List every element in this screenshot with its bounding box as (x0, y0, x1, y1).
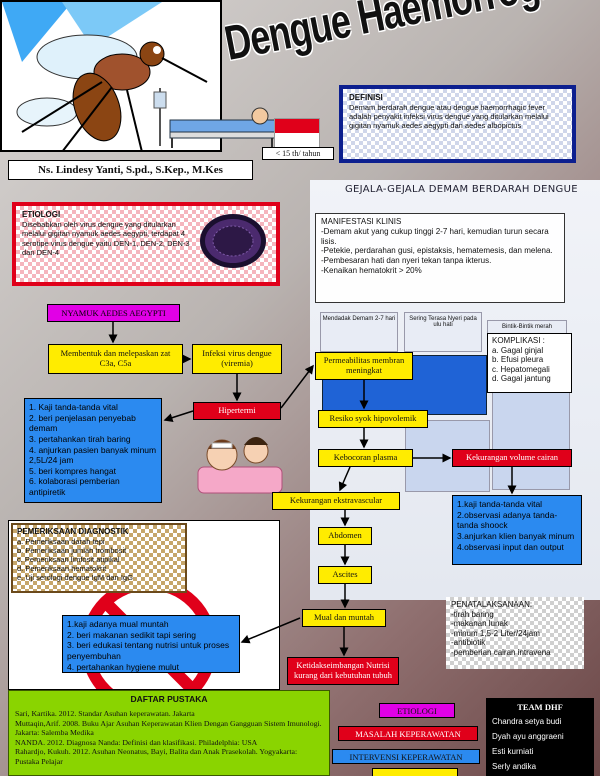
komplikasi-title: KOMPLIKASI : (492, 336, 545, 345)
legend-intervensi: INTERVENSI KEPERAWATAN (332, 749, 480, 764)
nyamuk-node: NYAMUK AEDES AEGYPTI (47, 304, 180, 322)
hipertermi-intervention: 1. Kaji tanda-tanda vital 2. beri penjel… (24, 398, 162, 503)
definisi-title: DEFINISI (349, 93, 383, 102)
list-item: Muttaqin,Arif. 2008. Buku Ajar Asuhan Ke… (15, 718, 322, 738)
page-title: Dengue Haemorrogic Fever (225, 0, 600, 71)
legend-proses-swatch (372, 768, 458, 776)
definisi-text: Demam berdarah dengue atau dengue haemor… (349, 102, 549, 130)
penatalaksanaan-box: PENATALAKSANAAN: -tirah baring -makanan … (446, 597, 584, 669)
list-item: -tirah baring (451, 609, 494, 619)
etiologi-text: Disebabkan oleh virus dengue yang ditula… (22, 220, 190, 258)
list-item: Dyah ayu anggraeni (492, 732, 564, 742)
gejala-title: GEJALA-GEJALA DEMAM BERDARAH DENGUE (345, 184, 578, 195)
daftar-pustaka-title: DAFTAR PUSTAKA (130, 694, 208, 704)
list-item: 3. pertahankan tirah baring (29, 433, 131, 444)
list-item: -Kenaikan hematokrit > 20% (321, 265, 422, 275)
list-item: Esti kurniati (492, 747, 534, 757)
list-item: e. Uji serologi dengue IgM dan IgG (17, 572, 133, 582)
manifestasi-title: MANIFESTASI KLINIS (321, 217, 402, 226)
author-name: Ns. Lindesy Yanti, S.pd., S.Kep., M.Kes (8, 160, 253, 180)
list-item: d. Gagal jantung (492, 374, 551, 384)
kekurangan-volume-node: Kekurangan volume cairan (452, 449, 572, 467)
legend-masalah: MASALAH KEPERAWATAN (338, 726, 478, 741)
etiologi-box: ETIOLOGI Disebabkan oleh virus dengue ya… (12, 202, 280, 286)
list-item: 1. Kaji tanda-tanda vital (29, 402, 118, 412)
pemeriksaan-box: PEMERIKSAAN DIAGNOSTIK a. Pemeriksaan da… (11, 523, 187, 593)
patient-bed-icon (153, 88, 276, 148)
komplikasi-list: a. Gagal ginjal b. Efusi pleura c. Hepat… (492, 346, 567, 384)
mosquito-icon (2, 2, 208, 150)
list-item: c. Hepatomegali (492, 364, 550, 374)
kekurangan-ekstra-node: Kekurangan ekstravascular (272, 492, 400, 510)
list-item: a. Pemeriksaan darah tepi (17, 536, 105, 546)
team-title: TEAM DHF (517, 702, 563, 712)
penatalaksanaan-title: PENATALAKSANAAN: (451, 600, 533, 609)
list-item: 3.anjurkan klien banyak minum (457, 530, 575, 541)
list-item: 4. anjurkan pasien banyak minum 2,5L/24 … (29, 444, 157, 466)
list-item: 6. kolaborasi pemberian antipiretik (29, 476, 120, 497)
membentuk-node: Membentuk dan melepaskan zat C3a, C5a (48, 344, 183, 374)
indonesia-flag-icon (274, 118, 320, 148)
list-item: 1.kaji adanya mual muntah (67, 619, 169, 629)
sick-child-illustration (196, 425, 284, 495)
ascites-node: Ascites (318, 566, 372, 584)
list-item: 3. beri edukasi tentang nutrisi untuk pr… (67, 640, 230, 661)
list-item: 2. beri penjelasan penyebab demam (29, 412, 136, 434)
list-item: Serly andika (492, 762, 537, 772)
hipertermi-node: Hipertermi (193, 402, 281, 420)
team-box: TEAM DHF Chandra setya budi Dyah ayu ang… (486, 698, 594, 776)
daftar-pustaka-box: DAFTAR PUSTAKA Sari, Kartika. 2012. Stan… (8, 690, 330, 776)
permeabilitas-node: Permeabilitas membran meningkat (315, 352, 413, 380)
virus-icon (200, 214, 266, 268)
list-item: b. Pemeriksaan jumlah trombosit (17, 545, 127, 555)
list-item: -makanan lunak (451, 619, 508, 629)
list-item: 4. pertahankan hygiene mulut (67, 661, 179, 672)
list-item: -minum 1,5-2 Liter/24jam (451, 628, 540, 638)
kebocoran-node: Kebocoran plasma (318, 449, 413, 467)
list-item: 5. beri kompres hangat (29, 465, 116, 476)
list-item: -antibiotik (451, 638, 486, 648)
list-item: 1.kaji tanda-tanda vital (457, 499, 543, 509)
nutrisi-node: Ketidakseimbangan Nutrisi kurang dari ke… (287, 657, 399, 685)
patient-illustration (150, 88, 280, 148)
manifestasi-box: MANIFESTASI KLINIS -Demam akut yang cuku… (315, 213, 565, 303)
resiko-syok-node: Resiko syok hipovolemik (318, 410, 428, 428)
pemeriksaan-title: PEMERIKSAAN DIAGNOSTIK (17, 527, 129, 536)
virus-image (198, 212, 268, 270)
list-item: -pemberian cairan intravena (451, 647, 551, 657)
infeksi-node: Infeksi virus dengue (viremia) (192, 344, 282, 374)
list-item: -Demam akut yang cukup tinggi 2-7 hari, … (321, 226, 549, 246)
mual-node: Mual dan muntah (302, 609, 386, 627)
list-item: 2. beri makanan sedikit tapi sering (67, 629, 196, 640)
list-item: -Pembesaran hati dan nyeri tekan tanpa i… (321, 256, 492, 265)
list-item: c. Pemeriksaan limfosit atipikal (17, 554, 120, 564)
symptom-panel: Mendadak Demam 2-7 hari (320, 312, 398, 352)
list-item: Sari, Kartika. 2012. Standar Asuhan kepe… (15, 709, 195, 719)
symptom-image-block (492, 390, 570, 490)
age-tag: < 15 th/ tahun (262, 147, 334, 160)
syok-intervention: 1.kaji tanda-tanda vital 2.observasi ada… (452, 495, 582, 565)
abdomen-node: Abdomen (318, 527, 372, 545)
list-item: NANDA. 2012. Diagnosa Nanda: Definisi da… (15, 737, 258, 747)
list-item: Chandra setya budi (492, 716, 562, 726)
list-item: d. Pemeriksaan hematokrit (17, 563, 107, 573)
list-item: Rahardjo, Kukuh. 2012. Asuhan Neonatus, … (15, 747, 298, 766)
sick-child-icon (197, 437, 283, 494)
nutrisi-intervention: 1.kaji adanya mual muntah 2. beri makana… (62, 615, 240, 673)
list-item: 4.observasi input dan output (457, 541, 564, 552)
definisi-box: DEFINISI Demam berdarah dengue atau deng… (339, 85, 576, 163)
manifestasi-list: -Demam akut yang cukup tinggi 2-7 hari, … (321, 227, 559, 276)
list-item: b. Efusi pleura (492, 355, 544, 365)
legend-etiologi: ETIOLOGI (379, 703, 455, 718)
komplikasi-box: KOMPLIKASI : a. Gagal ginjal b. Efusi pl… (487, 333, 572, 393)
symptom-panel: Sering Terasa Nyeri pada ulu hati (404, 312, 482, 352)
list-item: 2.observasi adanya tanda-tanda shoock (457, 509, 558, 531)
etiologi-title: ETIOLOGI (22, 210, 61, 219)
list-item: -Petekie, perdarahan gusi, epistaksis, h… (321, 246, 553, 256)
list-item: a. Gagal ginjal (492, 345, 544, 355)
